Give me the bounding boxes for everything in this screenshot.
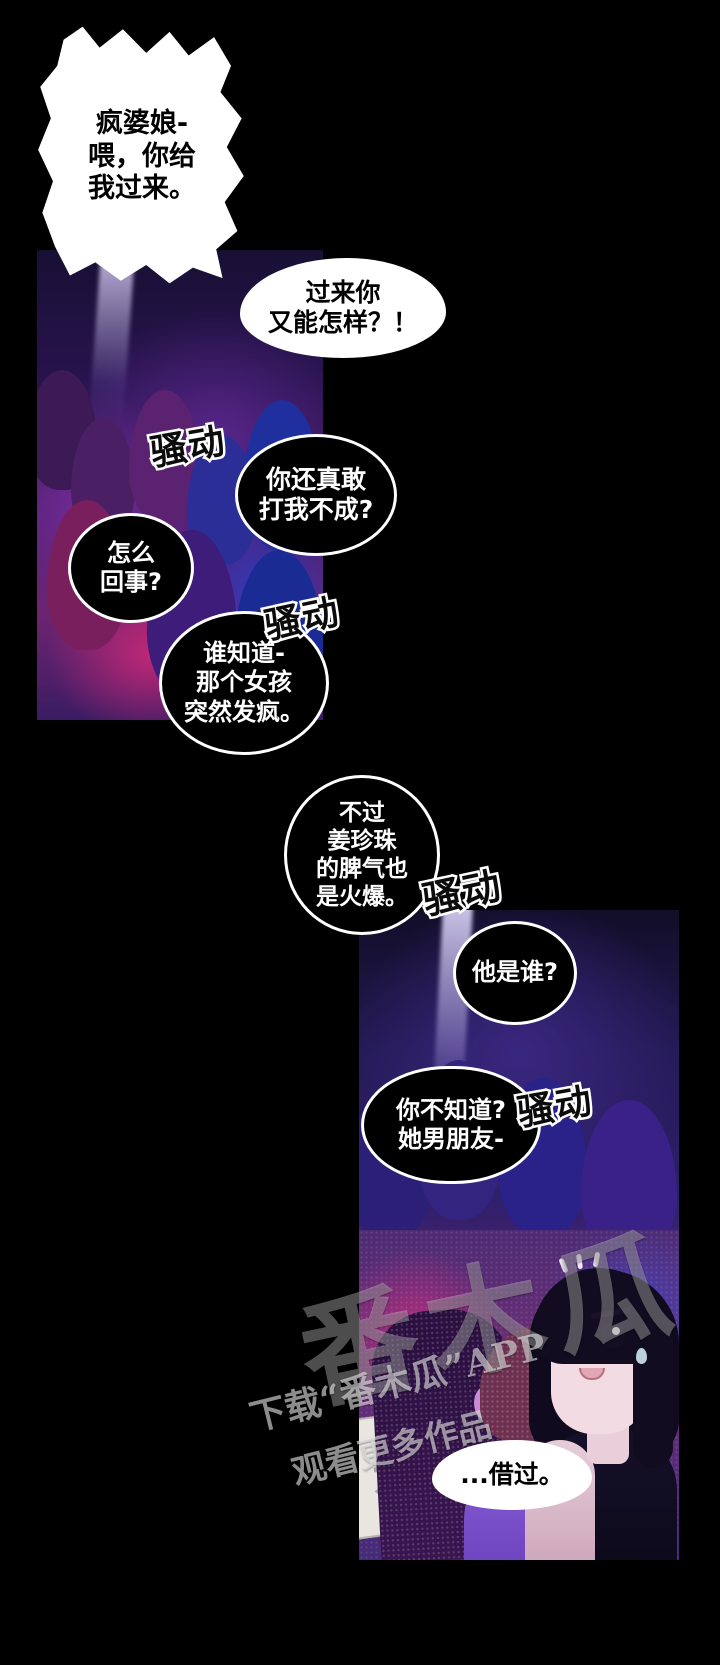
- bubble-9-text: ...借过。: [460, 1459, 564, 1489]
- girl-hair-sidelock: [633, 1318, 673, 1468]
- speech-bubble-4: 怎么 回事?: [68, 513, 194, 623]
- sweat-drop-icon: [636, 1348, 647, 1364]
- speech-bubble-6: 不过 姜珍珠 的脾气也 是火爆。: [284, 775, 440, 935]
- bubble-6-text: 不过 姜珍珠 的脾气也 是火爆。: [316, 799, 408, 911]
- foreground-scene: 木瓜: [359, 1230, 679, 1560]
- bubble-3-text: 你还真敢 打我不成?: [258, 464, 374, 525]
- bubble-5-text: 谁知道- 那个女孩 突然发疯。: [184, 639, 304, 726]
- speech-bubble-3: 你还真敢 打我不成?: [235, 434, 397, 556]
- speech-bubble-5: 谁知道- 那个女孩 突然发疯。: [159, 611, 329, 755]
- speech-bubble-7: 他是谁?: [453, 921, 577, 1025]
- speech-bubble-8: 你不知道? 她男朋友-: [361, 1066, 541, 1184]
- comic-panel-2: 木瓜: [359, 910, 679, 1560]
- girl-eye: [601, 1322, 625, 1348]
- girl-character: [503, 1251, 679, 1560]
- bubble-1-text: 疯婆娘- 喂，你给 我过来。: [88, 107, 196, 205]
- bubble-7-text: 他是谁?: [472, 958, 558, 987]
- speech-bubble-1: 疯婆娘- 喂，你给 我过来。: [38, 26, 244, 284]
- speech-bubble-2: 过来你 又能怎样？！: [240, 258, 446, 358]
- speech-bubble-9: ...借过。: [432, 1440, 592, 1510]
- bubble-4-text: 怎么 回事?: [100, 538, 162, 596]
- bubble-2-text: 过来你 又能怎样？！: [267, 277, 418, 338]
- bubble-8-text: 你不知道? 她男朋友-: [396, 1095, 506, 1153]
